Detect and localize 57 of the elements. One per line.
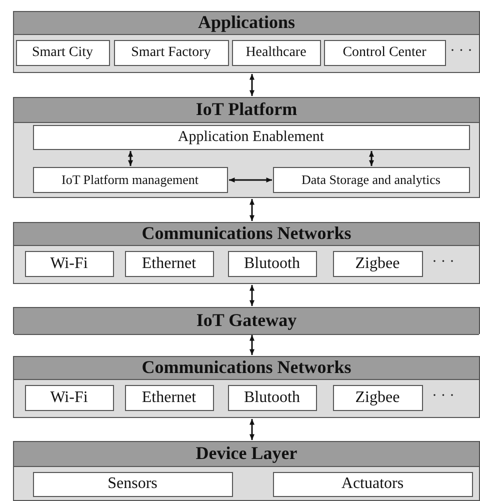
component-box — [228, 250, 316, 276]
component-label: Ethernet — [142, 254, 196, 272]
component-box — [324, 40, 446, 66]
double-arrow — [250, 285, 254, 306]
component-box — [124, 384, 214, 410]
component-box — [272, 472, 472, 496]
component-label: Application Enablement — [178, 128, 324, 146]
component-box — [32, 124, 470, 150]
double-arrow — [250, 74, 254, 96]
layer-panel — [13, 356, 480, 418]
component-box — [32, 472, 232, 496]
component-label: IoT Platform management — [62, 172, 198, 188]
component-label: Smart Factory — [131, 44, 211, 60]
double-arrow — [250, 419, 254, 440]
component-label: Control Center — [342, 44, 426, 60]
double-arrow — [250, 335, 254, 355]
layer-title: IoT Gateway — [196, 309, 297, 332]
component-label: Data Storage and analytics — [302, 172, 440, 188]
component-box — [24, 250, 114, 276]
component-box — [272, 166, 470, 192]
ellipsis: · · · — [432, 254, 454, 271]
ellipsis: · · · — [432, 388, 454, 405]
double-arrow — [128, 151, 133, 166]
component-box — [124, 250, 214, 276]
double-arrow — [229, 178, 272, 182]
layer-title: Device Layer — [196, 442, 298, 465]
component-label: Actuators — [341, 475, 404, 493]
component-box — [114, 40, 228, 66]
component-label: Blutooth — [244, 254, 300, 272]
component-label: Zigbee — [355, 254, 400, 272]
layer-panel — [13, 441, 480, 501]
component-label: Smart City — [32, 44, 94, 60]
component-label: Healthcare — [246, 44, 306, 60]
component-box — [228, 384, 316, 410]
component-box — [232, 40, 320, 66]
ellipsis: · · · — [450, 43, 472, 60]
component-label: Wi-Fi — [50, 388, 88, 406]
component-box — [24, 384, 114, 410]
layer-panel — [13, 222, 480, 284]
double-arrow — [369, 151, 374, 166]
component-box — [332, 384, 422, 410]
layer-title: Communications Networks — [142, 357, 352, 378]
layer-title: Applications — [198, 12, 296, 34]
component-label: Zigbee — [355, 388, 400, 406]
component-label: Sensors — [108, 475, 158, 493]
layer-title: Communications Networks — [142, 223, 352, 244]
layer-title: IoT Platform — [196, 98, 298, 121]
component-box — [32, 166, 228, 192]
component-label: Wi-Fi — [50, 254, 88, 272]
component-label: Ethernet — [142, 388, 196, 406]
layer-panel — [13, 307, 480, 334]
component-box — [332, 250, 422, 276]
layer-panel — [13, 97, 480, 198]
component-box — [16, 40, 110, 66]
layer-panel — [13, 11, 480, 73]
double-arrow — [250, 199, 254, 221]
component-label: Blutooth — [244, 388, 300, 406]
